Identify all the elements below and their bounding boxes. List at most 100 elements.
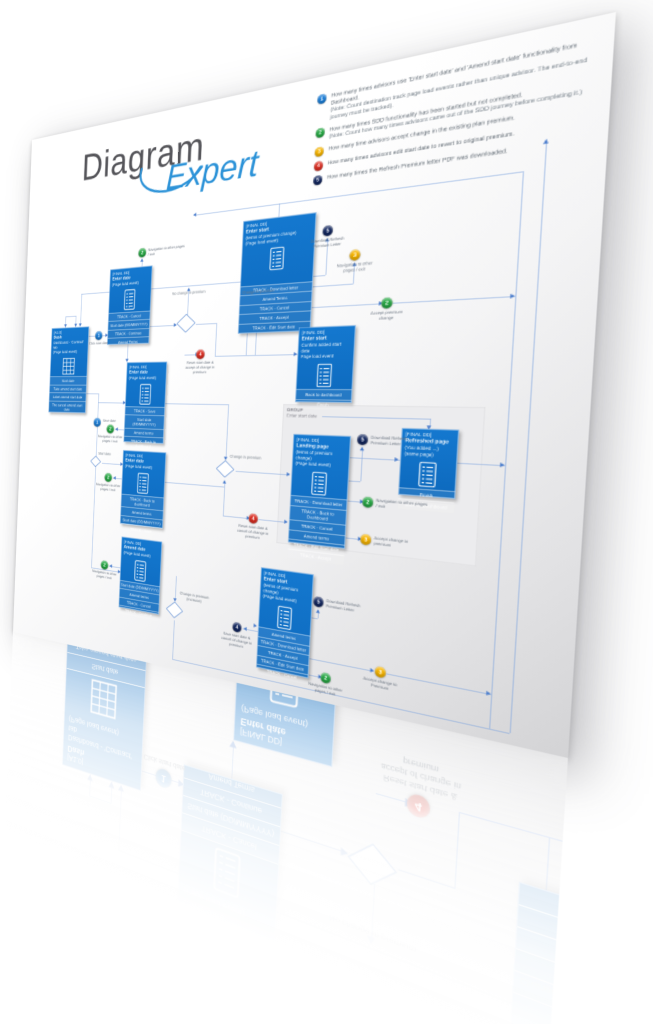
legend-marker-number: 2	[318, 129, 322, 136]
flow-box-enter-date-2: [FINAL DD]Enter date(Page load event) TRA…	[123, 361, 168, 452]
legend-marker-icon: 4	[313, 160, 324, 172]
metric-marker-icon: 4	[248, 513, 259, 524]
connector-line	[225, 404, 229, 459]
legend-marker-number: 3	[317, 148, 321, 155]
metric-marker-icon: 4	[232, 621, 242, 633]
box-title: [FINAL DD]Enter start(terms of premium c…	[260, 568, 313, 608]
metric-marker-number: 5	[360, 436, 365, 443]
flow-box-enter-date-1: [FINAL DD]Enter date(Page load event)TRA…	[106, 265, 153, 347]
metric-marker-number: 1	[96, 419, 99, 425]
connector-line	[311, 303, 381, 308]
flow-box-enter-start-top: [FINAL DD]Enter start(terms of premium c…	[237, 212, 317, 334]
arrowhead-icon	[113, 476, 116, 480]
box-title-line: (Page load event)	[124, 463, 153, 470]
box-row: Take amend start date	[49, 384, 87, 393]
metric-marker-label: Save date	[102, 418, 116, 423]
metric-marker-icon: 2	[106, 424, 115, 434]
metric-marker-number: 4	[251, 515, 255, 522]
decision-diamond	[166, 600, 184, 622]
metric-marker-label: Reset start date & accept of change in p…	[185, 360, 215, 375]
connector-line	[149, 324, 177, 327]
arrowhead-icon	[315, 609, 321, 614]
metric-marker-number: 2	[107, 474, 110, 481]
arrowhead-icon	[359, 446, 365, 451]
legend-marker-icon: 2	[315, 126, 326, 139]
legend-marker-icon: 5	[312, 174, 323, 186]
legend-marker-icon: 1	[317, 93, 327, 105]
connector-line	[278, 203, 281, 217]
connector-line	[309, 658, 374, 672]
arrowhead-icon	[543, 138, 549, 145]
metric-marker-label: Navigation to other pages / exit	[97, 434, 123, 444]
metric-marker-label: Reset start date & cancel of change in p…	[236, 523, 269, 541]
box-row: TRACK - Back to dashboard	[123, 436, 164, 452]
legend-marker-number: 5	[316, 177, 320, 184]
connector-line	[172, 620, 175, 659]
metric-marker-label: Save start date & cancel of change in pr…	[221, 630, 252, 649]
connector-line	[165, 403, 229, 405]
connector-line	[214, 323, 217, 356]
phone-wireframe-icon	[125, 384, 165, 405]
arrowhead-icon	[140, 258, 144, 262]
arrowhead-icon	[253, 623, 258, 628]
connector-line	[98, 402, 126, 404]
arrowhead-icon	[500, 462, 505, 468]
box-title-line: Page load event	[300, 353, 334, 360]
metric-marker-number: 3	[353, 251, 357, 259]
box-title: [FINAL DD]Amend date(Page load event)	[121, 537, 162, 561]
metric-marker-label: Accept premium change	[370, 309, 403, 321]
flow-box-landing-page: [FINAL DD]Landing page(terms of premium …	[287, 433, 352, 565]
metric-marker-label: Download Refresh Premium Letter	[325, 598, 361, 613]
metric-marker-number: 4	[198, 351, 202, 358]
box-title-line: (Page load event)	[128, 375, 157, 381]
metric-marker-icon: 2	[381, 297, 393, 309]
metric-marker-label: Navigation to other pages / exit	[95, 482, 121, 493]
metric-marker-icon: 3	[349, 249, 361, 261]
arrowhead-icon	[486, 690, 491, 697]
metric-marker-number: 5	[316, 598, 321, 606]
flow-box-amend-date: [FINAL DD]Amend date(Page load event)Sta…	[118, 536, 163, 621]
box-row: The cancel amend start date	[48, 400, 86, 414]
metric-marker-number: 5	[325, 227, 330, 235]
arrowhead-icon	[243, 626, 247, 632]
box-title: [FINAL DD]Enter date(Page load event)	[126, 362, 166, 382]
metric-marker-icon: 5	[313, 596, 324, 608]
arrowhead-icon	[286, 472, 291, 477]
metric-marker-label: Navigation to other pages / exit	[147, 243, 185, 257]
box-row: Finish	[295, 398, 352, 410]
legend-marker-icon: 3	[314, 146, 325, 158]
metric-marker-number: 2	[385, 299, 389, 307]
decision-diamond	[215, 460, 234, 481]
decision-diamond	[90, 455, 101, 469]
box-title: [FINAL DD]Enter date(Page load event)	[110, 266, 152, 289]
metric-marker-number: 2	[103, 562, 106, 568]
metric-marker-number: 2	[140, 249, 144, 256]
metric-marker-icon: 2	[320, 671, 332, 685]
box-title-line: (same page)	[404, 450, 434, 458]
phone-wireframe-icon	[122, 471, 165, 495]
connector-line	[65, 315, 77, 317]
box-title-line: Confirm added start date	[300, 341, 342, 354]
box-row: Start date	[49, 376, 87, 385]
box-title: [FINAL DD]Enter date(Page load event)	[123, 450, 166, 472]
metric-marker-number: 3	[378, 668, 383, 676]
arrowhead-icon	[370, 668, 375, 674]
phone-wireframe-icon	[241, 243, 314, 273]
box-title-line: (Page load event)	[52, 349, 78, 355]
arrowhead-icon	[394, 457, 399, 462]
dashboard-grid-icon	[50, 357, 87, 375]
metric-marker-number: 2	[109, 426, 112, 432]
box-title: [FINAL DD]Enter start(terms of premium c…	[242, 213, 316, 248]
arrowhead-icon	[284, 519, 288, 525]
